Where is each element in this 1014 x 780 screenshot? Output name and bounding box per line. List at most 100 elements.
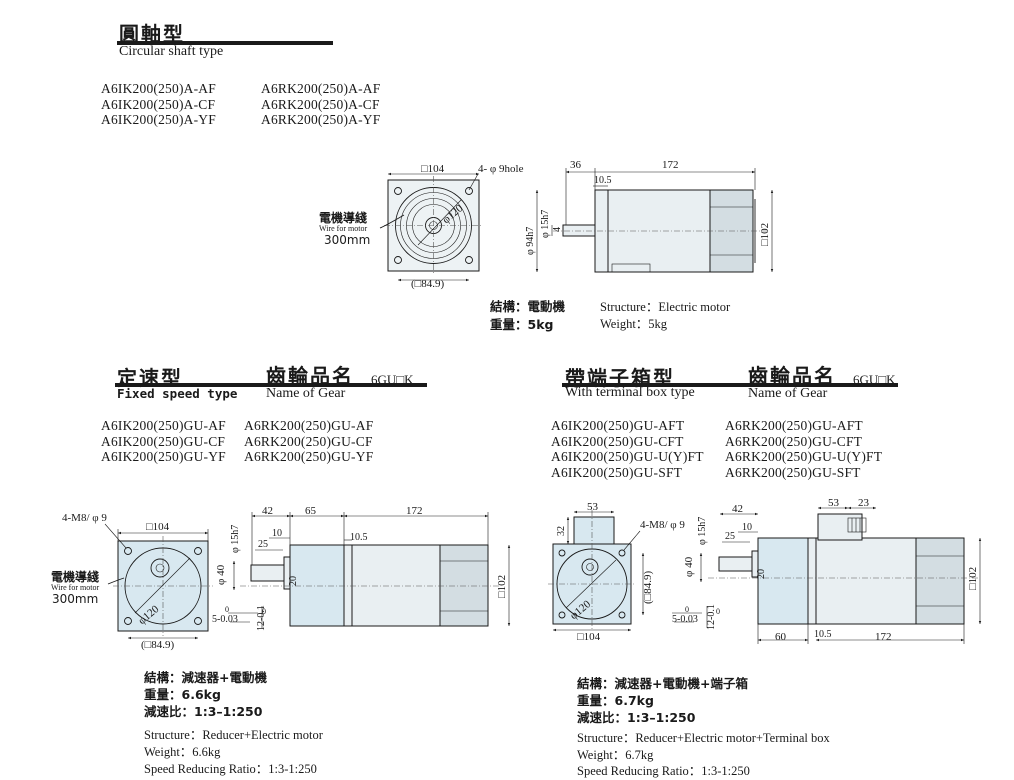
dim-len-flange: 10.5 [814,629,832,640]
mount-hole [124,617,132,625]
wire-length: 300mm [324,233,370,247]
dim-height: □102 [496,575,508,598]
model-name: A6RK200(250)GU-AF [244,418,374,433]
dim-box-top-w: 53 [828,497,840,509]
dim-d-shaft: φ 15h7 [540,210,551,238]
dim-key-depth-top: 0 [716,607,720,616]
dim-len-shaft: 42 [732,503,743,515]
fixed-ratio-en: Speed Reducing Ratio：1:3-1:250 [144,762,317,776]
dim-key-tol: 5-0.03 [672,614,698,625]
dim-key-tol: 5-0.03 [212,614,238,625]
dim-box-w: 53 [587,501,599,513]
cable-gland [847,517,867,533]
fixed-ratio-cn: 減速比：1:3–1:250 [144,704,263,719]
model-name: A6IK200(250)GU-U(Y)FT [551,449,704,464]
mount-hole [194,547,202,555]
output-shaft-circle [150,558,170,578]
model-name: A6IK200(250)A-CF [101,96,216,112]
gear-flange [343,544,353,627]
model-name: A6IK200(250)GU-CF [101,433,226,449]
motor-rear-cap [915,537,965,625]
mount-hole [465,187,473,195]
dim-height: □102 [759,223,771,246]
mount-hole [618,611,626,619]
model-name: A6RK200(250)GU-U(Y)FT [725,449,883,464]
dim-front-square: □104 [421,163,445,175]
circular-title-rule [117,41,333,45]
mount-hole [558,611,566,619]
motor-body [815,537,917,625]
mount-hole [394,187,402,195]
terminal-structure-cn: 結構：減速器+電動機+端子箱 [577,676,748,691]
terminal-models-right: A6RK200(250)GU-AFT A6RK200(250)GU-CFT A6… [725,418,882,480]
circular-side-view: 36 172 10.5 φ 94h7 φ 15h7 4 □102 [525,159,774,273]
model-name: A6IK200(250)A-YF [101,112,216,127]
model-name: A6RK200(250)GU-AFT [725,418,863,433]
dim-box-h: 32 [556,526,567,536]
dim-key-tol-top: 0 [225,605,229,614]
output-shaft [562,224,596,237]
model-name: A6IK200(250)GU-AFT [551,418,685,433]
fixed-weight-cn: 重量：6.6kg [144,687,221,702]
dim-len-flange: 10.5 [594,175,612,186]
dim-len-shaft: 42 [262,505,273,517]
dim-key-depth: 12-0.1 [706,604,717,630]
model-name: A6IK200(250)GU-SFT [551,464,683,480]
model-name: A6RK200(250)GU-YF [244,449,374,464]
dim-front-square: □104 [146,521,170,533]
terminal-gear-en: Name of Gear [748,386,828,401]
model-name: A6RK200(250)GU-CFT [725,433,863,449]
dim-d-spigot: φ 94h7 [525,227,536,255]
output-shaft [718,556,753,572]
terminal-ratio-en: Speed Reducing Ratio：1:3-1:250 [577,764,750,778]
wire-label-en: Wire for motor [51,583,99,592]
dim-len-gear: 65 [305,505,317,517]
dim-key-depth-top: 0 [262,607,266,616]
motor-body [351,544,441,627]
terminal-title-en: With terminal box type [565,385,695,400]
fixed-title-rule [115,383,427,387]
dim-len-gear: 60 [775,631,787,643]
fixed-structure-en: Structure：Reducer+Electric motor [144,728,323,742]
dim-holes: 4- φ 9hole [478,163,524,175]
dim-front-square: □104 [577,631,601,643]
dim-len-key: 25 [258,539,268,550]
dim-len-key: 25 [725,531,735,542]
wire-label-cn: 電機導綫 [51,569,99,584]
dim-len-10: 10 [742,522,752,533]
motor-rear-cap [439,544,489,627]
model-name: A6RK200(250)A-CF [261,96,380,112]
terminal-weight-en: Weight：6.7kg [577,748,654,762]
mount-hole [618,549,626,557]
fixed-side-view: 42 65 172 25 10 10.5 φ 15h7 φ 40 20 □102… [212,505,511,631]
dim-key-h: 20 [756,569,767,579]
mount-hole [394,256,402,264]
circular-weight-en: Weight：5kg [600,317,668,331]
fixed-front-view: φ120 □104 4-M8/ φ 9 (□84.9) 電機導綫 Wire fo… [51,512,213,651]
fixed-title-en: Fixed speed type [117,386,238,401]
wire-length: 300mm [52,592,98,606]
dim-key-h: 20 [288,576,299,586]
gearbox-body [757,537,809,625]
mount-hole [558,549,566,557]
model-name: A6IK200(250)A-AF [101,81,216,96]
circular-models-left: A6IK200(250)A-AF A6IK200(250)A-CF A6IK20… [101,81,216,128]
model-name: A6RK200(250)GU-CF [244,433,373,449]
model-name: A6IK200(250)GU-CFT [551,433,684,449]
terminal-weight-cn: 重量：6.7kg [577,693,654,708]
dim-d-boss: φ 40 [683,556,695,577]
wire-label-en: Wire for motor [319,224,367,233]
terminal-side-view: 53 23 42 25 10 φ 15h7 φ 40 20 60 10.5 17… [672,497,982,644]
terminal-title-rule [562,383,898,387]
output-shaft-circle [581,558,599,576]
wire-label-cn: 電機導綫 [319,210,367,225]
mount-hole [124,547,132,555]
fixed-weight-en: Weight：6.6kg [144,745,221,759]
fixed-structure-cn: 結構：減速器+電動機 [144,670,267,685]
terminal-ratio-cn: 減速比：1:3–1:250 [577,710,696,725]
fixed-models-left: A6IK200(250)GU-AF A6IK200(250)GU-CF A6IK… [101,418,226,465]
dim-holes: 4-M8/ φ 9 [640,519,685,531]
circular-title-en: Circular shaft type [119,44,224,59]
circular-structure-cn: 結構：電動機 [490,299,566,314]
